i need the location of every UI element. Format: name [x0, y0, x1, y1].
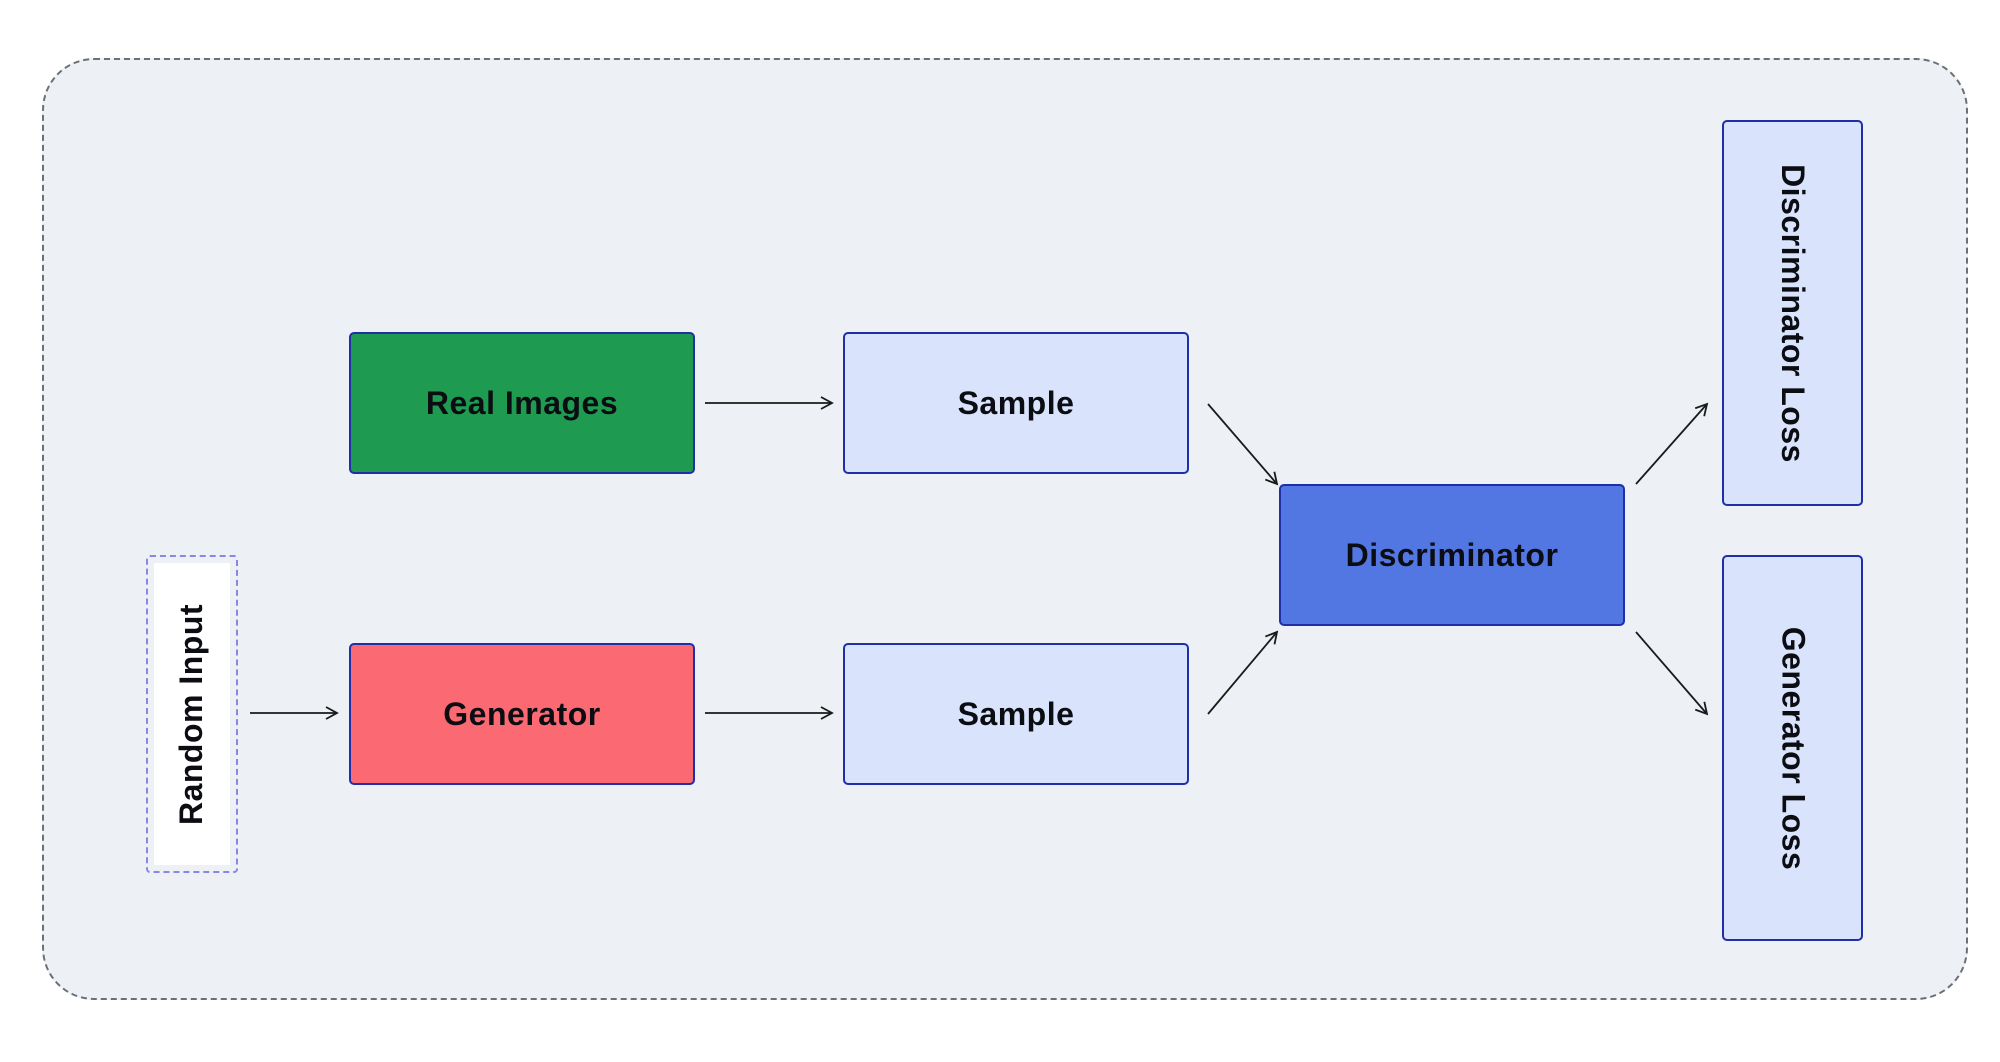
discriminator-label: Discriminator [1345, 536, 1559, 573]
sample-fake-label: Sample [957, 695, 1075, 732]
discriminator-node: Discriminator [1279, 484, 1625, 626]
random-input-node: Random Input [146, 555, 238, 873]
diagram-canvas [42, 58, 1968, 1000]
generator-loss-node: Generator Loss [1722, 555, 1863, 941]
sample-real-label: Sample [957, 384, 1075, 421]
random-input-label: Random Input [173, 603, 210, 825]
discriminator-loss-node: Discriminator Loss [1722, 120, 1863, 506]
real-images-label: Real Images [425, 384, 619, 421]
generator-label: Generator [443, 695, 601, 732]
sample-fake-node: Sample [843, 643, 1189, 785]
real-images-node: Real Images [349, 332, 695, 474]
generator-node: Generator [349, 643, 695, 785]
discriminator-loss-label: Discriminator Loss [1775, 163, 1812, 463]
generator-loss-label: Generator Loss [1775, 626, 1812, 870]
sample-real-node: Sample [843, 332, 1189, 474]
